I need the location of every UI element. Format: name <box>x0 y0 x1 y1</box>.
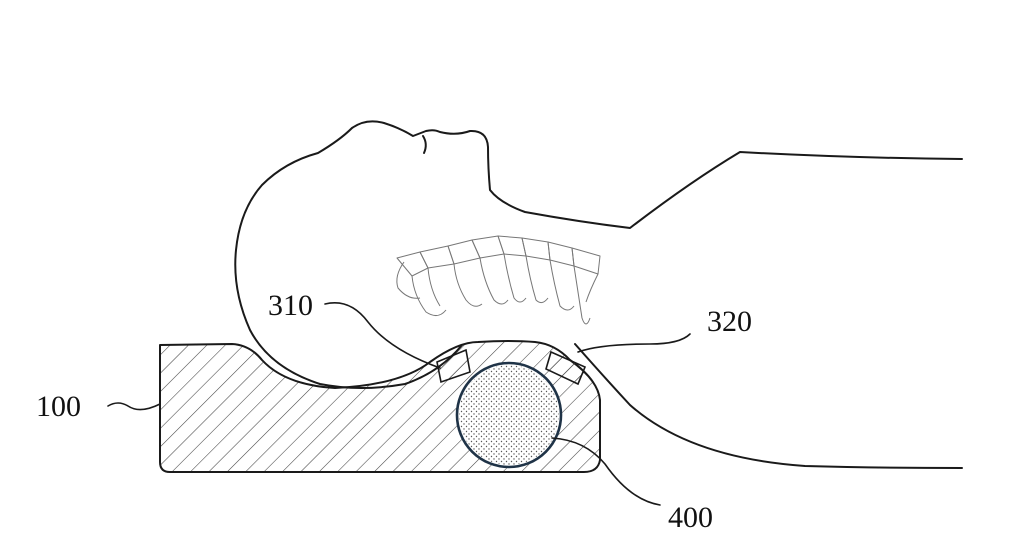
leader-320 <box>577 333 691 353</box>
label-310: 310 <box>268 289 313 322</box>
support-block-320 <box>545 350 587 386</box>
cervical-spine-sketch <box>396 235 601 325</box>
ear-mark <box>422 135 427 154</box>
leader-100 <box>107 402 161 411</box>
label-400: 400 <box>668 501 713 534</box>
support-block-310 <box>436 348 471 384</box>
label-100: 100 <box>36 390 81 423</box>
head-profile-outline <box>234 120 963 389</box>
cylindrical-core-fill <box>459 365 559 465</box>
leader-400 <box>551 437 661 506</box>
leader-310 <box>324 302 441 369</box>
neck-back-outline <box>574 343 963 469</box>
label-320: 320 <box>707 305 752 338</box>
